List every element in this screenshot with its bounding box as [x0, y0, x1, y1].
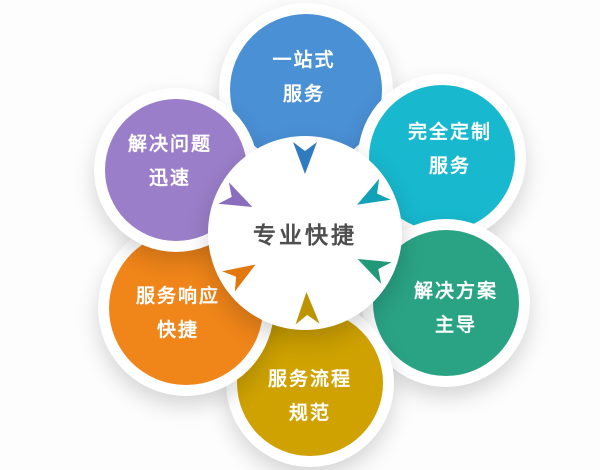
petal-label-one-stop-service: 一站式 服务: [272, 44, 335, 112]
petal-label-line1: 服务流程: [267, 368, 352, 390]
center-hub-label: 专业快捷: [253, 222, 357, 248]
petal-circle-quick-service-response: 服务响应 快捷: [109, 231, 263, 385]
petal-label-line2: 规范: [288, 403, 331, 424]
petal-label-line1: 完全定制: [407, 121, 492, 143]
petal-label-quick-service-response: 服务响应 快捷: [136, 280, 220, 348]
petal-label-fully-customized-service: 完全定制 服务: [408, 116, 492, 184]
petal-label-line1: 解决问题: [127, 133, 212, 155]
petal-label-line1: 服务响应: [135, 285, 220, 307]
center-hub-circle: 专业快捷: [208, 136, 402, 330]
petal-label-line2: 快捷: [156, 320, 199, 341]
petal-label-line2: 主导: [434, 315, 477, 336]
petal-label-line2: 迅速: [148, 168, 191, 189]
petal-label-standard-service-process: 服务流程 规范: [268, 363, 352, 431]
petal-label-quick-problem-solving: 解决问题 迅速: [128, 128, 212, 196]
petal-label-line2: 服务: [282, 84, 325, 105]
petal-label-solution-led: 解决方案 主导: [414, 275, 498, 343]
petal-label-line2: 服务: [428, 156, 471, 177]
petal-label-line1: 一站式: [272, 49, 336, 71]
petal-label-line1: 解决方案: [413, 280, 498, 302]
petal-standard-service-process: 服务流程 规范: [226, 299, 394, 467]
